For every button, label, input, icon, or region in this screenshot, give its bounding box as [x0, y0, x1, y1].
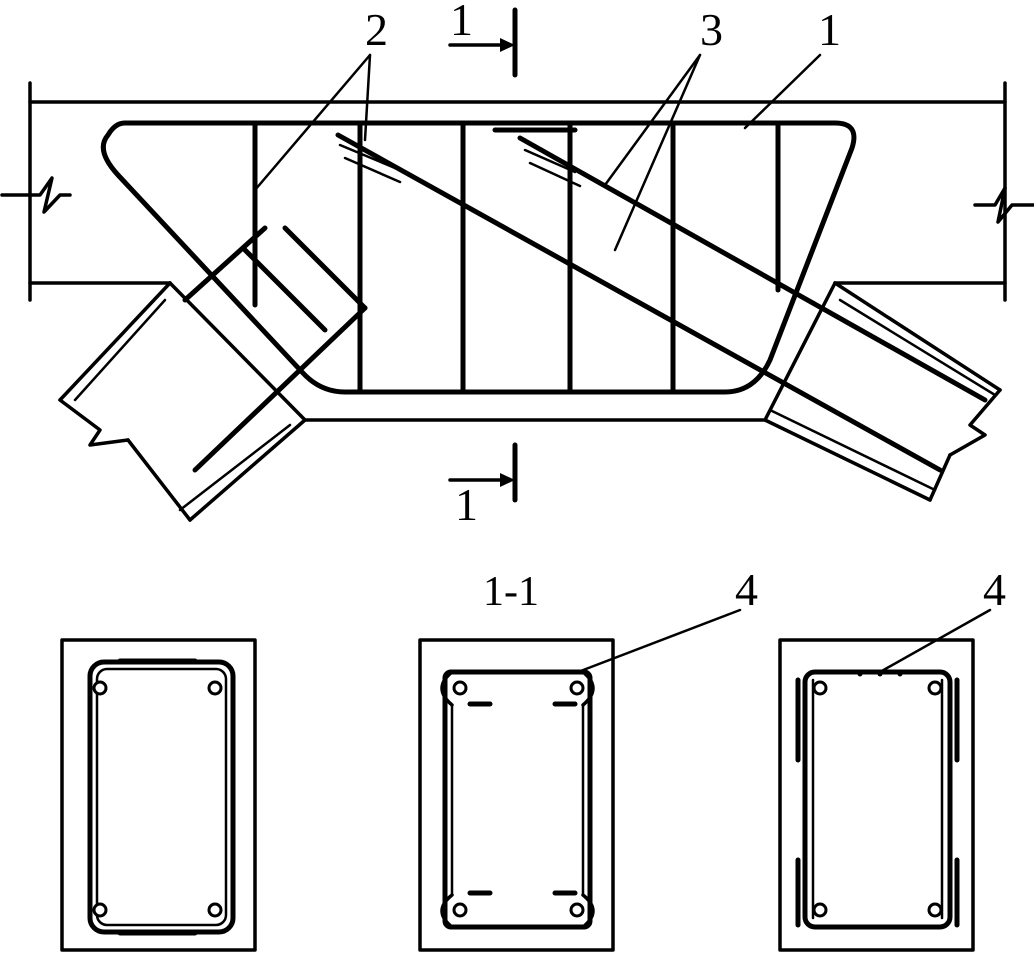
right-break-symbol [973, 186, 1034, 224]
main-beam [28, 81, 1007, 302]
left-inclined-member [58, 281, 307, 522]
left-member-stirrups [182, 225, 368, 473]
callout-4-right: 4 [983, 564, 1006, 615]
section-mark-bottom [448, 442, 518, 503]
callout-3: 3 [700, 4, 723, 55]
section-label-bottom: 1 [455, 479, 478, 530]
section-middle [418, 638, 615, 952]
section-mark-top [448, 7, 518, 78]
section-right [778, 638, 975, 952]
section-left [60, 638, 257, 952]
stirrup-cage [100, 120, 857, 395]
callout-2: 2 [365, 4, 388, 55]
callout-1: 1 [818, 4, 841, 55]
diagonal-bars [335, 127, 988, 473]
callout-4-middle: 4 [735, 564, 758, 615]
right-inclined-member [763, 281, 1002, 502]
vertical-stirrups [252, 120, 781, 393]
leader-lines [253, 53, 992, 674]
haunch-outline [168, 281, 837, 422]
section-title: 1-1 [483, 569, 539, 615]
section-label-top: 1 [450, 0, 473, 45]
left-break-symbol [0, 176, 72, 214]
